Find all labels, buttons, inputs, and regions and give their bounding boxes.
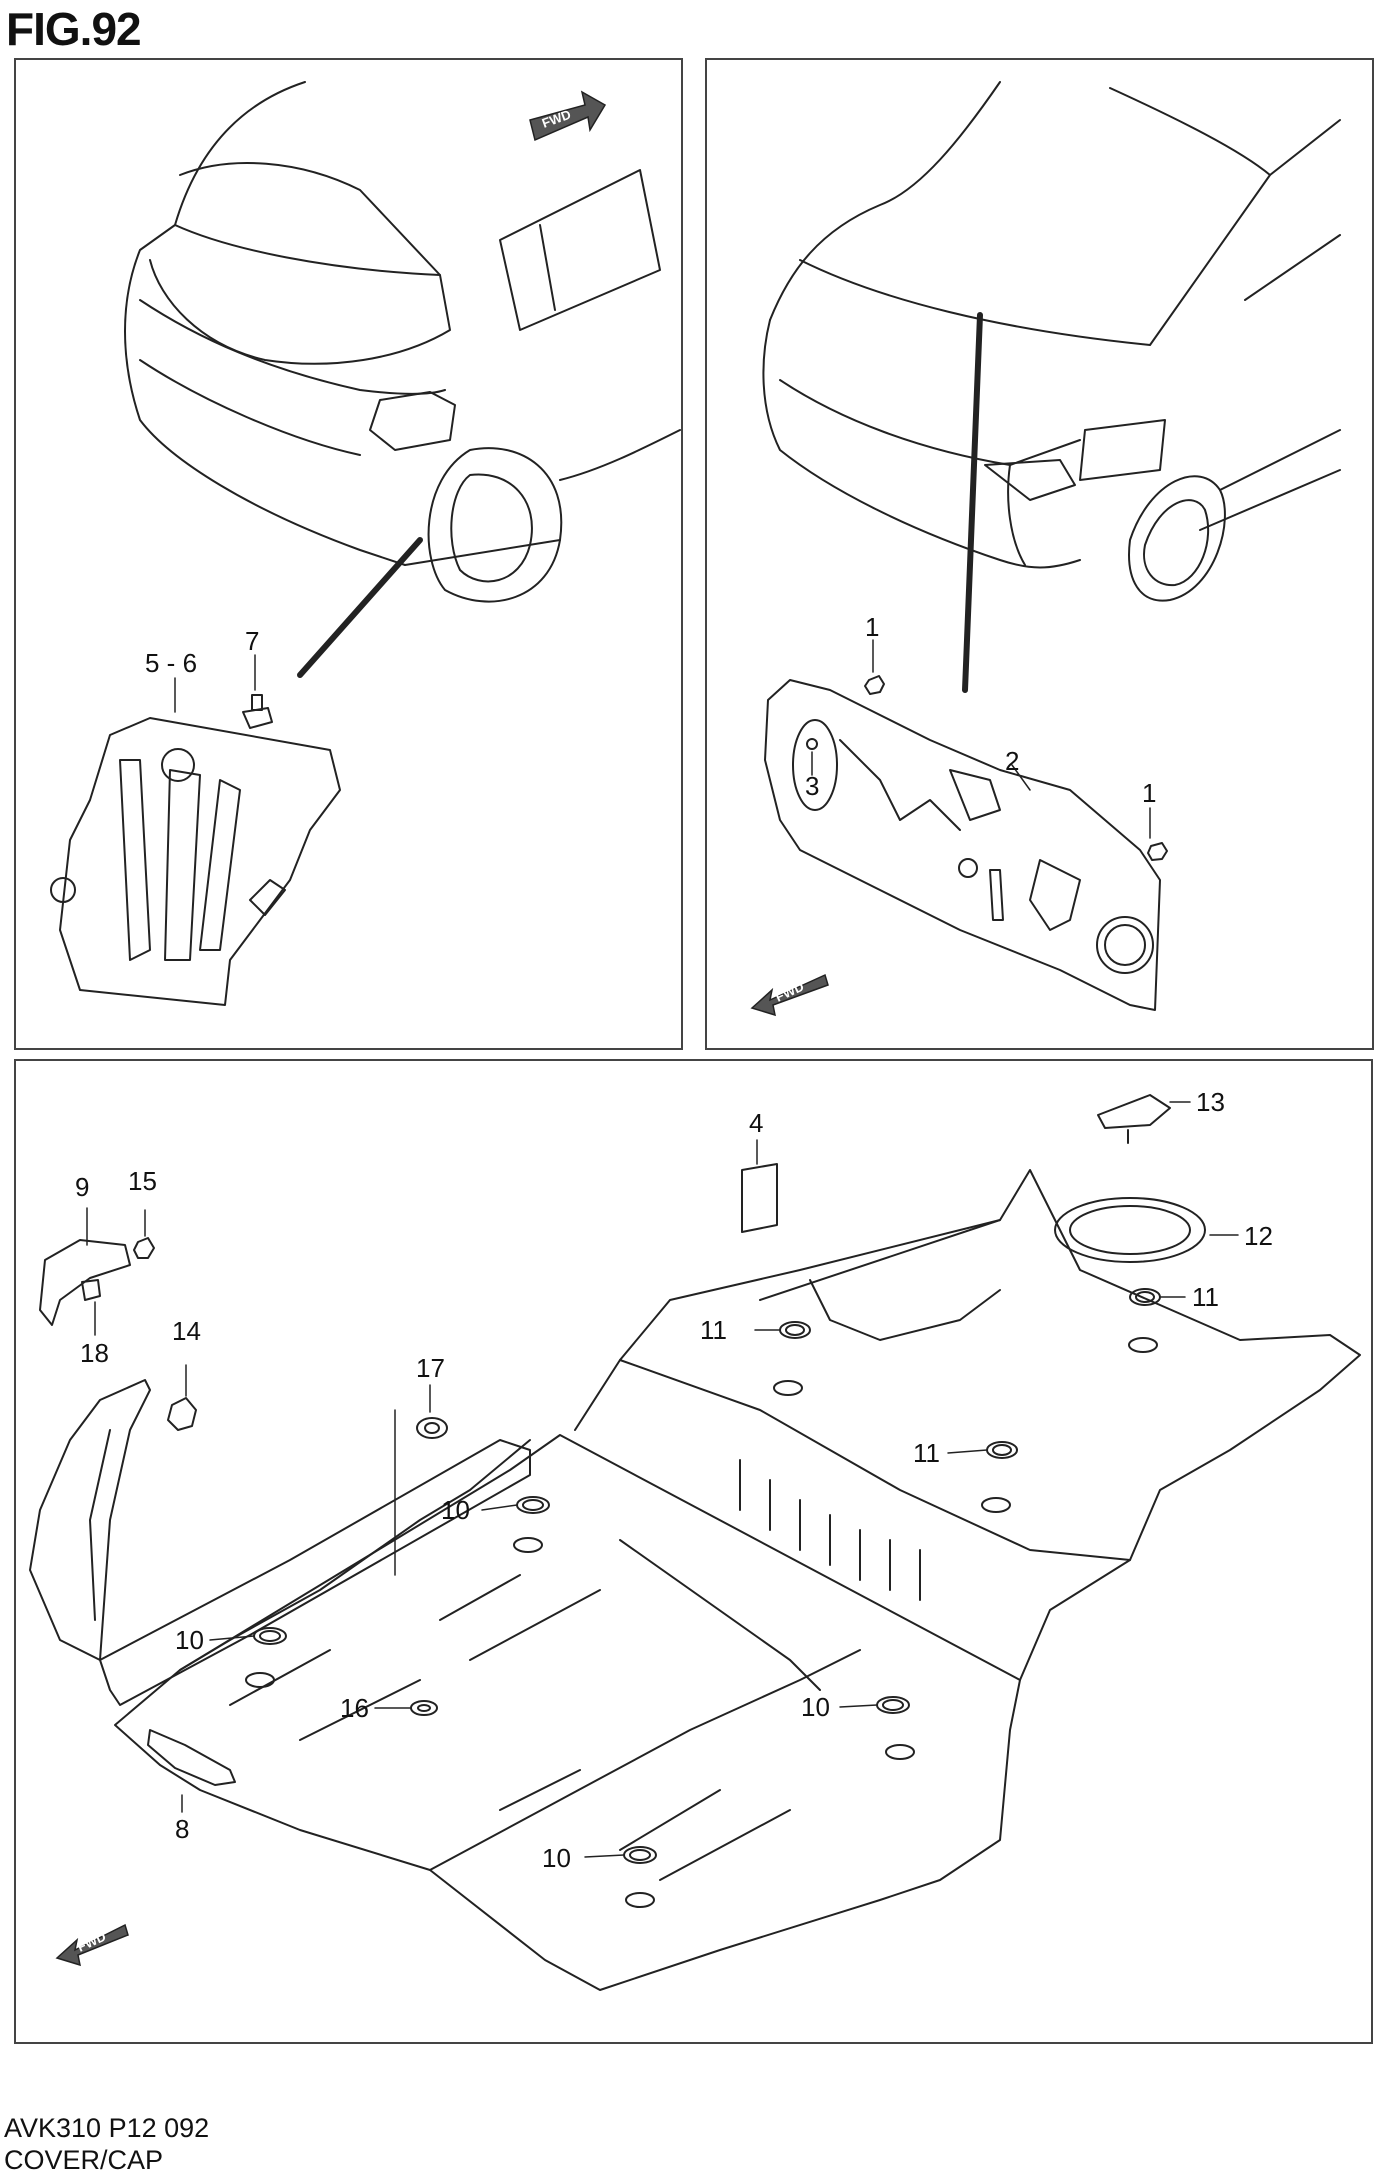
vehicle-rear-illustration	[124, 81, 681, 603]
fwd-label-tr: FWD	[773, 979, 806, 1005]
part-5-6-cover	[50, 717, 341, 1006]
vehicle-front-illustration	[762, 81, 1341, 602]
callout-11-right: 11	[1192, 1282, 1219, 1312]
callout-1-upper: 1	[865, 612, 879, 642]
part-8-cover	[147, 1729, 236, 1786]
part-7-clip	[242, 694, 273, 729]
callout-11-left: 11	[700, 1315, 727, 1345]
callout-5-6: 5 - 6	[145, 648, 197, 678]
callout-17: 17	[416, 1353, 445, 1383]
callout-14: 14	[172, 1316, 201, 1346]
fwd-arrow-top-left: FWD	[529, 90, 607, 142]
callout-9: 9	[75, 1172, 89, 1202]
callout-13: 13	[1196, 1087, 1225, 1117]
part-1-nut-lower	[1147, 842, 1168, 861]
part-4-label	[741, 1163, 778, 1233]
panel-top-right	[705, 58, 1374, 1050]
callout-10-right: 10	[801, 1692, 830, 1722]
figure-title: FIG.92	[6, 3, 142, 55]
callout-10-upper: 10	[441, 1495, 470, 1525]
fwd-label-b: FWD	[75, 1929, 108, 1955]
part-3-plug	[806, 738, 818, 750]
fwd-arrow-bottom: FWD	[55, 1923, 129, 1967]
fwd-arrow-top-right: FWD	[750, 973, 829, 1017]
callout-11-mid: 11	[913, 1438, 940, 1468]
callout-4: 4	[749, 1108, 763, 1138]
callout-12: 12	[1244, 1221, 1273, 1251]
panel-bottom	[14, 1059, 1373, 2044]
part-2-dash-silencer	[764, 679, 1161, 1011]
callout-16: 16	[340, 1693, 369, 1723]
callout-2: 2	[1005, 746, 1019, 776]
callout-1-lower: 1	[1142, 778, 1156, 808]
callout-18: 18	[80, 1338, 109, 1368]
part-13-cap	[1097, 1094, 1171, 1129]
callout-10-lower: 10	[542, 1843, 571, 1873]
callout-3: 3	[805, 771, 819, 801]
figure-code: AVK310 P12 092	[4, 2113, 210, 2143]
part-9-bracket	[39, 1237, 155, 1326]
panel-top-left	[14, 58, 683, 1050]
callout-7: 7	[245, 626, 259, 656]
part-14-nut	[167, 1397, 197, 1431]
part-1-nut-upper	[864, 675, 885, 695]
callout-8: 8	[175, 1814, 189, 1844]
callout-15: 15	[128, 1166, 157, 1196]
figure-name: COVER/CAP	[4, 2145, 164, 2175]
floor-pan-illustration	[29, 1169, 1361, 1991]
callout-10-left: 10	[175, 1625, 204, 1655]
